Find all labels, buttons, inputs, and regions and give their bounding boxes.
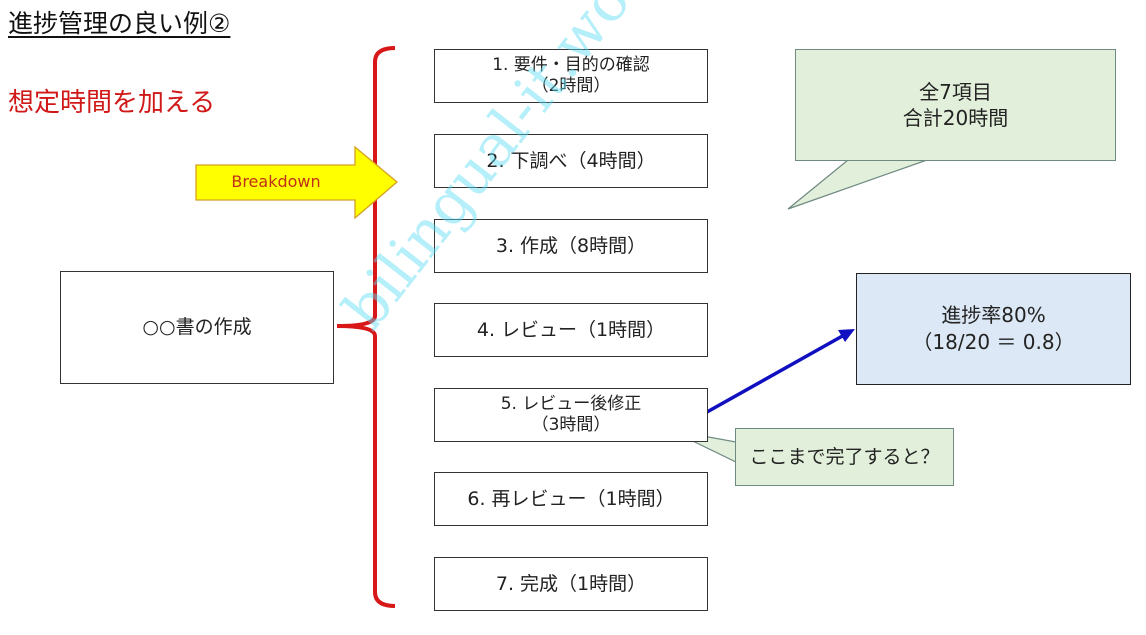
task-label: 7. 完成（1時間） xyxy=(495,572,647,595)
breakdown-label: Breakdown xyxy=(231,172,321,191)
curly-brace xyxy=(336,46,396,608)
task-box-1: 1. 要件・目的の確認 （2時間） xyxy=(434,49,708,103)
task-box-6: 6. 再レビュー（1時間） xyxy=(434,472,708,526)
task-hours: （3時間） xyxy=(531,415,611,435)
main-task-label: ○○書の作成 xyxy=(142,316,252,338)
task-label: 5. レビュー後修正 xyxy=(500,394,642,414)
task-hours: （2時間） xyxy=(531,76,611,96)
progress-formula: （18/20 ＝ 0.8） xyxy=(912,330,1075,354)
task-label: 3. 作成（8時間） xyxy=(495,234,647,257)
question-text: ここまで完了すると？ xyxy=(749,445,940,468)
question-callout: ここまで完了すると？ xyxy=(735,428,954,486)
breakdown-arrow xyxy=(195,145,399,220)
progress-box: 進捗率80% （18/20 ＝ 0.8） xyxy=(856,273,1131,385)
total-items: 全7項目 xyxy=(919,80,992,104)
page-title: 進捗管理の良い例② xyxy=(8,9,231,38)
task-label: 4. レビュー（1時間） xyxy=(476,318,666,341)
task-box-4: 4. レビュー（1時間） xyxy=(434,303,708,357)
pointer-arrowhead xyxy=(838,329,855,342)
total-hours: 合計20時間 xyxy=(902,106,1009,130)
task-box-3: 3. 作成（8時間） xyxy=(434,219,708,273)
task-box-2: 2. 下調べ（4時間） xyxy=(434,134,708,188)
total-callout-tail xyxy=(787,159,928,210)
task-box-7: 7. 完成（1時間） xyxy=(434,557,708,611)
task-label: 1. 要件・目的の確認 xyxy=(492,55,650,75)
subtitle: 想定時間を加える xyxy=(8,88,216,118)
main-task-box: ○○書の作成 xyxy=(60,271,334,384)
total-callout: 全7項目 合計20時間 xyxy=(795,49,1116,161)
pointer-line xyxy=(706,332,847,414)
task-label: 6. 再レビュー（1時間） xyxy=(467,487,675,510)
progress-rate: 進捗率80% xyxy=(941,303,1046,327)
task-label: 2. 下調べ（4時間） xyxy=(486,149,656,172)
task-box-5: 5. レビュー後修正 （3時間） xyxy=(434,388,708,442)
